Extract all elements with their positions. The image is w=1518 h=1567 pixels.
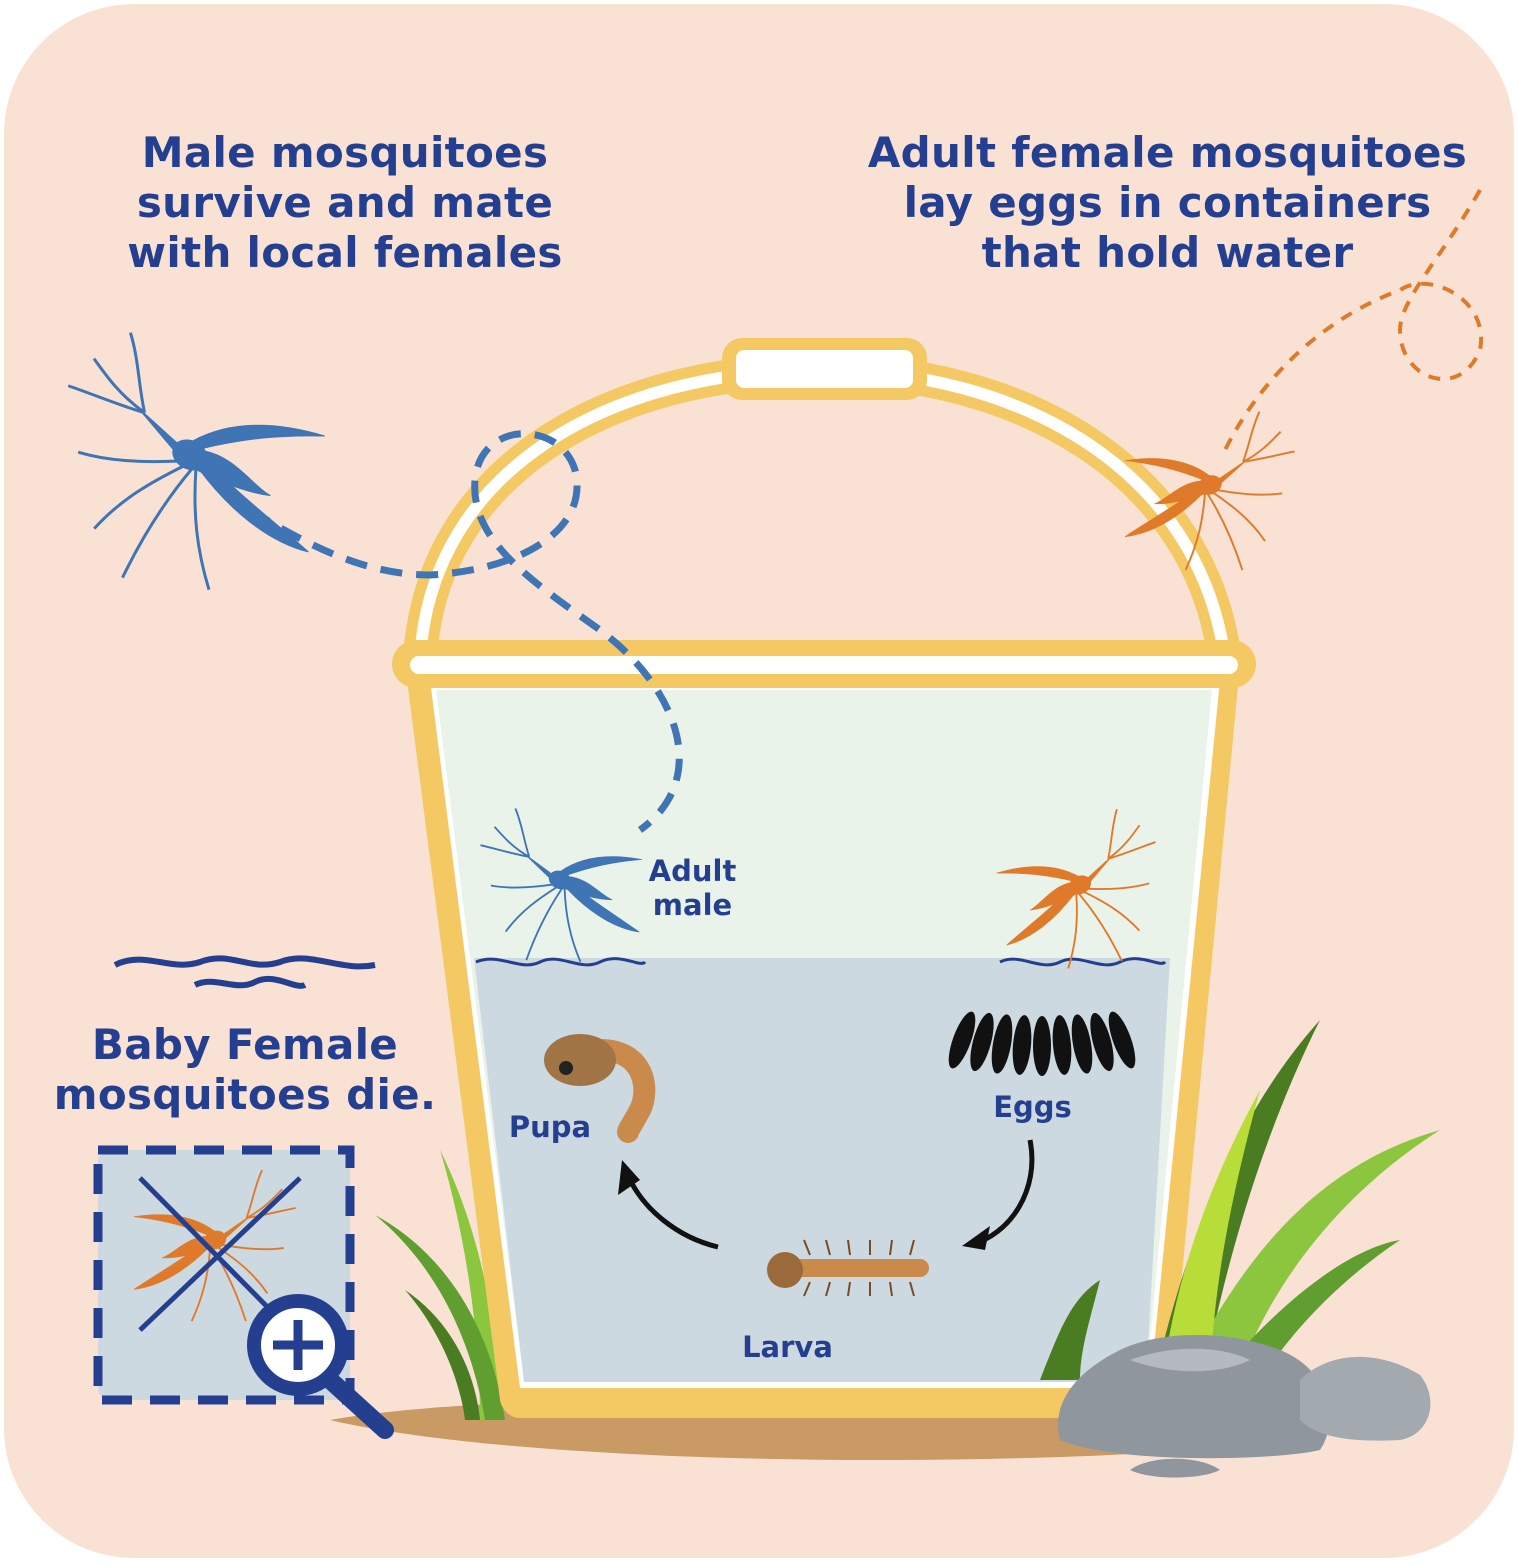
baby-female-panel — [98, 1150, 385, 1430]
eggs-icon — [943, 1009, 1140, 1076]
caption-line: lay eggs in containers — [845, 178, 1490, 228]
caption-line: survive and mate — [90, 178, 600, 228]
caption-line: Adult female mosquitoes — [845, 128, 1490, 178]
label-line: Adult — [630, 854, 755, 888]
caption-line: that hold water — [845, 228, 1490, 278]
female-lay-caption: Adult female mosquitoes lay eggs in cont… — [845, 128, 1490, 278]
baby-female-caption: Baby Female mosquitoes die. — [40, 1020, 450, 1120]
pupa-label: Pupa — [500, 1110, 600, 1144]
larva-label: Larva — [735, 1330, 840, 1364]
caption-line: with local females — [90, 228, 600, 278]
caption-line: mosquitoes die. — [40, 1070, 450, 1120]
caption-line: Baby Female — [40, 1020, 450, 1070]
eggs-label: Eggs — [980, 1090, 1085, 1124]
male-survive-caption: Male mosquitoes survive and mate with lo… — [90, 128, 600, 278]
label-line: male — [630, 888, 755, 922]
adult-male-label: Adult male — [630, 854, 755, 922]
caption-line: Male mosquitoes — [90, 128, 600, 178]
